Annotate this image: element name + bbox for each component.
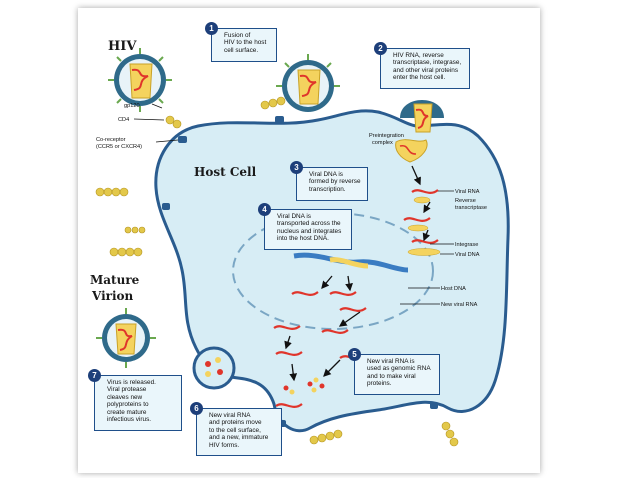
mature-virion xyxy=(96,308,156,368)
reverse-transcriptase-label-2: transcriptase xyxy=(455,205,487,211)
preintegration-label-2: complex xyxy=(372,140,393,146)
step-1-callout: 1 Fusion of HIV to the host cell surface… xyxy=(205,22,277,62)
step-3-line: transcription. xyxy=(309,185,346,193)
viral-dna-label: Viral DNA xyxy=(455,252,480,258)
hiv-virion-2 xyxy=(276,54,340,112)
step-3-line: Viral DNA is xyxy=(309,171,343,178)
reverse-transcriptase-label-1: Reverse xyxy=(455,198,476,204)
process-arrows xyxy=(284,165,431,382)
step-2-line: HIV RNA, reverse xyxy=(393,52,444,59)
step-1-badge: 1 xyxy=(205,22,218,35)
step-4-badge: 4 xyxy=(258,203,271,216)
step-5-badge: 5 xyxy=(348,348,361,361)
diagram-frame: HIV Host Cell Mature Virion gp120 CD4 Co… xyxy=(78,8,540,473)
protein-dots xyxy=(283,377,325,395)
step-4-callout: 4 Viral DNA is transported across the nu… xyxy=(258,203,352,250)
step-7-line: create mature xyxy=(107,408,147,416)
step-7-line: Viral protease xyxy=(107,386,147,394)
step-6-badge: 6 xyxy=(190,402,203,415)
step-7-line: infectious virus. xyxy=(107,416,152,424)
preintegration-complex xyxy=(395,139,428,163)
step-6-line: and a new, immature xyxy=(209,434,269,442)
gp120-label: gp120 xyxy=(124,103,140,109)
step-3-line: formed by reverse xyxy=(309,178,361,186)
step-2-line: transcriptase, integrase, xyxy=(393,59,462,67)
step-2-line: and other viral proteins xyxy=(393,66,459,74)
step-5-line: and to make viral xyxy=(367,372,416,380)
label-leader-lines xyxy=(133,103,454,305)
hiv-virion-1 xyxy=(108,48,172,112)
step-5-line: New viral RNA is xyxy=(367,358,415,365)
step-6-line: to the cell surface, xyxy=(209,426,261,434)
step-7-line: Virus is released. xyxy=(107,379,156,386)
step-5-line: proteins. xyxy=(367,380,392,388)
new-viral-rna-label: New viral RNA xyxy=(441,302,478,308)
host-dna xyxy=(293,252,409,273)
step-4-line: into the host DNA. xyxy=(277,235,329,243)
rna-strands xyxy=(273,189,439,408)
step-6-line: and proteins move xyxy=(209,419,262,427)
host-cell-title: Host Cell xyxy=(194,165,257,179)
cd4-label: CD4 xyxy=(118,117,129,123)
step-2-badge: 2 xyxy=(374,42,387,55)
step-7-line: polyproteins to xyxy=(107,401,149,409)
coreceptor-label-2: (CCR5 or CXCR4) xyxy=(96,144,142,150)
coreceptor-label-1: Co-receptor xyxy=(96,137,126,143)
step-4-line: nucleus and integrates xyxy=(277,227,342,235)
step-1-line: HIV to the host xyxy=(224,39,267,47)
hiv-entering-cell xyxy=(400,100,444,133)
step-5-line: used as genomic RNA xyxy=(367,365,431,373)
hiv-lifecycle-diagram: HIV Host Cell Mature Virion gp120 CD4 Co… xyxy=(90,39,510,447)
step-1-line: Fusion of xyxy=(224,32,251,39)
host-dna-label: Host DNA xyxy=(441,286,466,292)
cd4-bead-chains xyxy=(95,96,459,447)
viral-rna-label: Viral RNA xyxy=(455,189,480,195)
step-2-callout: 2 HIV RNA, reverse transcriptase, integr… xyxy=(374,42,470,89)
step-4-line: Viral DNA is xyxy=(277,213,311,220)
budding-virion xyxy=(192,346,236,390)
preintegration-label-1: Preintegration xyxy=(369,133,404,139)
step-5-callout: 5 New viral RNA is used as genomic RNA a… xyxy=(348,348,440,395)
step-7-line: cleaves new xyxy=(107,393,143,401)
hiv-title: HIV xyxy=(108,39,137,54)
integrase-label: Integrase xyxy=(455,242,478,248)
mature-title-line-2: Virion xyxy=(91,289,134,303)
step-6-callout: 6 New viral RNA and proteins move to the… xyxy=(190,402,282,456)
step-7-callout: 7 Virus is released. Viral protease clea… xyxy=(88,369,182,431)
step-6-line: HIV forms. xyxy=(209,441,240,449)
step-3-badge: 3 xyxy=(290,161,303,174)
step-1-line: cell surface. xyxy=(224,46,259,54)
step-2-line: enter the host cell. xyxy=(393,74,446,82)
step-3-callout: 3 Viral DNA is formed by reverse transcr… xyxy=(290,161,368,201)
step-6-line: New viral RNA xyxy=(209,412,251,419)
step-7-badge: 7 xyxy=(88,369,101,382)
mature-title-line-1: Mature xyxy=(90,273,140,287)
viral-dna xyxy=(407,196,441,256)
nucleus-boundary xyxy=(232,212,434,330)
step-4-line: transported across the xyxy=(277,220,341,228)
